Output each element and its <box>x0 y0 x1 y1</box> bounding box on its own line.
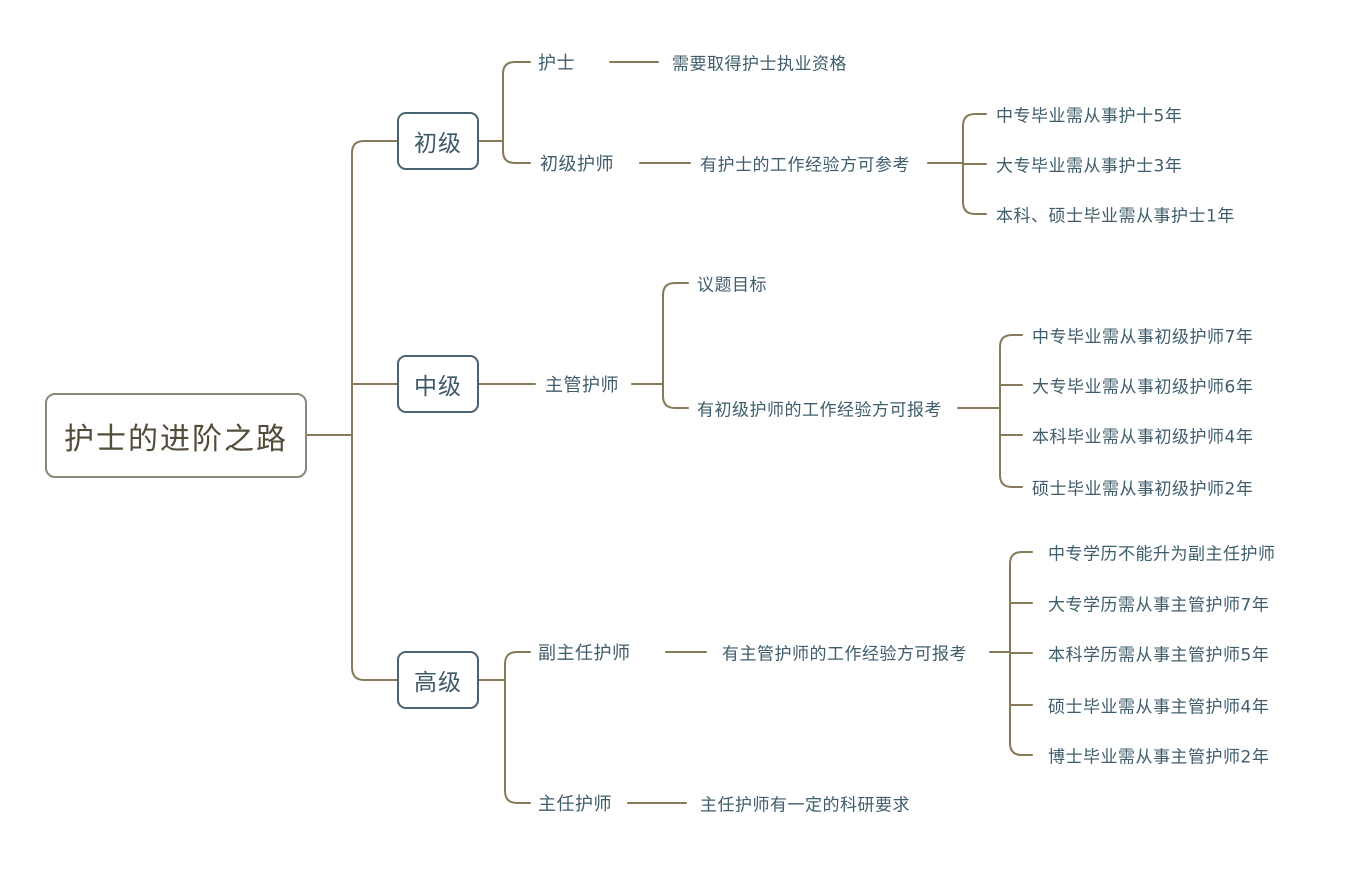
node-junior-nurse-practitioner[interactable]: 初级护师 <box>540 154 614 175</box>
connector-line <box>502 140 531 164</box>
connector-line <box>999 474 1023 488</box>
root-node-label: 护士的进阶之路 <box>64 421 288 457</box>
node-deputy-chief-nurse[interactable]: 副主任护师 <box>538 643 631 664</box>
connector-line <box>662 282 689 385</box>
connector-line <box>962 162 987 215</box>
leaf-senior-benke[interactable]: 本科学历需从事主管护师5年 <box>1048 645 1270 666</box>
connector-line <box>351 140 398 436</box>
connector-line <box>1009 551 1033 565</box>
leaf-senior-dazhuan[interactable]: 大专学历需从事主管护师7年 <box>1048 595 1270 616</box>
leaf-intermediate-benke[interactable]: 本科毕业需从事初级护师4年 <box>1032 427 1254 448</box>
connector-line <box>504 651 531 681</box>
leaf-intermediate-zhongzhuan[interactable]: 中专毕业需从事初级护师7年 <box>1032 327 1254 348</box>
node-charge-nurse[interactable]: 主管护师 <box>545 375 619 396</box>
branch-node-junior-label: 初级 <box>414 131 462 157</box>
leaf-senior-shuoshi[interactable]: 硕士毕业需从事主管护师4年 <box>1048 697 1270 718</box>
root-node[interactable]: 护士的进阶之路 <box>45 393 307 478</box>
connector-line <box>999 334 1023 348</box>
leaf-intermediate-dazhuan[interactable]: 大专毕业需从事初级护师6年 <box>1032 377 1254 398</box>
node-nurse[interactable]: 护士 <box>538 53 575 74</box>
connector-line <box>962 113 987 164</box>
leaf-junior-benke-shuoshi[interactable]: 本科、硕士毕业需从事护士1年 <box>996 206 1235 227</box>
branch-node-senior-label: 高级 <box>414 670 462 696</box>
node-chief-nurse-requirement[interactable]: 主任护师有一定的科研要求 <box>700 795 910 816</box>
node-intermediate-exam-condition[interactable]: 有初级护师的工作经验方可报考 <box>697 400 942 421</box>
branch-node-senior[interactable]: 高级 <box>397 651 479 709</box>
leaf-intermediate-shuoshi[interactable]: 硕士毕业需从事初级护师2年 <box>1032 479 1254 500</box>
connector-line <box>1009 742 1033 756</box>
branch-node-intermediate[interactable]: 中级 <box>397 355 479 413</box>
connector-line <box>351 434 398 681</box>
leaf-senior-zhongzhuan[interactable]: 中专学历不能升为副主任护师 <box>1048 544 1276 565</box>
node-topic-goal[interactable]: 议题目标 <box>697 275 767 296</box>
leaf-senior-boshi[interactable]: 博士毕业需从事主管护师2年 <box>1048 747 1270 768</box>
connector-line <box>662 383 689 409</box>
connector-line <box>502 61 531 142</box>
node-senior-exam-condition[interactable]: 有主管护师的工作经验方可报考 <box>722 644 967 665</box>
node-nurse-requirement[interactable]: 需要取得护士执业资格 <box>672 54 847 75</box>
branch-node-intermediate-label: 中级 <box>414 374 462 400</box>
leaf-junior-dazhuan[interactable]: 大专毕业需从事护士3年 <box>996 156 1183 177</box>
node-junior-exam-condition[interactable]: 有护士的工作经验方可参考 <box>700 155 910 176</box>
branch-node-junior[interactable]: 初级 <box>397 112 479 170</box>
leaf-junior-zhongzhuan[interactable]: 中专毕业需从事护十5年 <box>996 106 1183 127</box>
node-chief-nurse[interactable]: 主任护师 <box>538 794 612 815</box>
connector-line <box>504 679 531 804</box>
